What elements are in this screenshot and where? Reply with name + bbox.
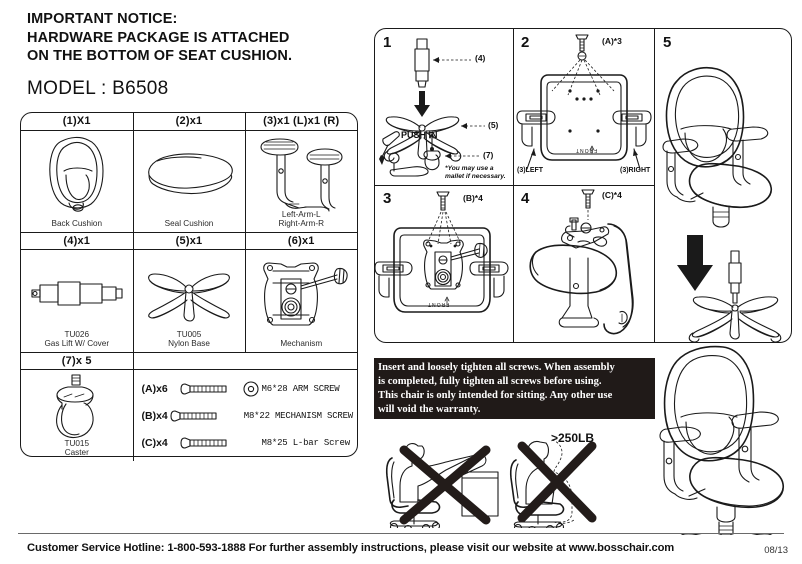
screw-row-a: (A)x6 <box>142 376 354 403</box>
part-header-1: (1)X1 <box>21 113 134 131</box>
step-3-front-label: FRONT <box>427 301 450 307</box>
arm-pair-icon <box>246 131 358 216</box>
notice-line-3: ON THE BOTTOM OF SEAT CUSHION. <box>27 48 293 65</box>
step-number-5: 5 <box>663 34 672 51</box>
footer-divider <box>18 533 784 535</box>
screw-icon-b <box>169 408 228 424</box>
part-caption-back-cushion: Back Cushion <box>51 219 103 229</box>
caster-name: Caster <box>64 448 89 458</box>
step-divider-horizontal <box>375 185 654 187</box>
no-overweight-icon <box>503 439 635 535</box>
warning-line-1: Insert and loosely tighten all screws. W… <box>378 362 615 373</box>
step-2-illustration <box>514 29 654 185</box>
model-label: MODEL : B6508 <box>27 78 169 99</box>
step-2-front-label: FRONT <box>575 147 598 153</box>
screw-list: (A)x6 <box>132 368 357 461</box>
step-2-left-arm-label: (3)LEFT <box>517 167 544 174</box>
step-1-push-in-label: PUSH IN <box>401 130 438 140</box>
footer-text: Customer Service Hotline: 1-800-593-1888… <box>27 542 675 554</box>
step-divider-vertical-2 <box>654 29 656 343</box>
screw-code-b: (B)x4 <box>141 410 168 422</box>
part-cell-seat-cushion: Seal Cushion <box>132 129 246 233</box>
step-1-label-caster: (7) <box>483 150 494 160</box>
mallet-note-line-2: mallet if necessary. <box>445 172 506 180</box>
step-number-2: 2 <box>521 34 530 51</box>
part-caption-caster: TU015 Caster <box>21 439 133 457</box>
step-1-label-gas-lift: (4) <box>475 53 486 63</box>
page-number: 08/13 <box>764 545 788 556</box>
no-feet-on-desk-icon <box>377 443 505 534</box>
seat-cushion-icon <box>134 131 245 216</box>
part-caption-nylon-base: TU005 Nylon Base <box>134 330 245 348</box>
part-header-4: (4)x1 <box>21 231 134 250</box>
weight-limit-label: >250LB <box>551 431 595 445</box>
warning-line-3: This chair is only intended for sitting.… <box>378 389 613 401</box>
prohibited-use-illustrations: >250LB <box>374 428 655 535</box>
part-header-6: (6)x1 <box>244 231 357 250</box>
screw-icon-c <box>179 435 240 451</box>
screw-code-c: (C)x4 <box>141 437 168 449</box>
important-notice: IMPORTANT NOTICE: HARDWARE PACKAGE IS AT… <box>27 10 367 66</box>
nylon-base-code: TU005 <box>176 330 202 340</box>
part-cell-arms: Left-Arm-L Right-Arm-R <box>244 129 358 233</box>
gas-lift-icon <box>21 250 133 336</box>
part-caption-arms: Left-Arm-L Right-Arm-R <box>246 210 358 228</box>
warning-text-box: Insert and loosely tighten all screws. W… <box>374 358 655 419</box>
step-4-illustration <box>514 186 654 343</box>
screw-desc-c: M8*25 L-bar Screw <box>261 438 351 448</box>
screw-row-b: (B)x4 M8*22 MECHANISM SCREW <box>142 403 354 430</box>
step-number-3: 3 <box>383 190 392 207</box>
part-caption-gas-lift: TU026 Gas Lift W/ Cover <box>21 330 133 348</box>
part-cell-gas-lift: TU026 Gas Lift W/ Cover <box>21 248 134 353</box>
step-number-4: 4 <box>521 190 530 207</box>
screw-list-spacer <box>132 352 357 369</box>
arm-caption-left: Left-Arm-L <box>281 210 321 220</box>
step-5-illustration <box>655 29 791 343</box>
mechanism-icon <box>246 250 358 336</box>
step-1-illustration <box>375 29 513 185</box>
part-header-5: (5)x1 <box>132 231 246 250</box>
step-1-mallet-note: *You may use a mallet if necessary. <box>445 165 506 180</box>
part-cell-mechanism: Mechanism <box>244 248 358 353</box>
back-cushion-icon <box>21 131 133 216</box>
screw-desc-a: M6*28 ARM SCREW <box>261 384 340 394</box>
warning-line-4: will void the warranty. <box>378 402 483 417</box>
caster-icon <box>21 370 133 445</box>
part-header-2: (2)x1 <box>132 113 246 131</box>
warning-line-2: is completed, fully tighten all screws b… <box>378 375 602 387</box>
assembly-steps-panel: 1 <box>374 28 792 343</box>
part-cell-back-cushion: Back Cushion <box>21 129 134 233</box>
step-2-screw-label: (A)*3 <box>602 36 622 46</box>
screw-row-c: (C)x4 M8*25 L-bar Screw <box>142 430 354 457</box>
step-2-right-arm-label: (3)RIGHT <box>620 167 651 174</box>
step-4-screw-label: (C)*4 <box>602 190 622 200</box>
mallet-note-line-1: *You may use a <box>445 165 494 172</box>
part-cell-nylon-base: TU005 Nylon Base <box>132 248 246 353</box>
assembled-chair-illustration <box>655 345 795 564</box>
part-cell-caster: TU015 Caster <box>21 368 134 461</box>
arm-caption-right: Right-Arm-R <box>278 219 325 229</box>
screw-desc-b: M8*22 MECHANISM SCREW <box>243 411 353 421</box>
gas-lift-code: TU026 <box>64 330 90 340</box>
notice-line-2: HARDWARE PACKAGE IS ATTACHED <box>27 29 290 46</box>
step-3-screw-label: (B)*4 <box>463 193 483 203</box>
step-1-label-base: (5) <box>488 120 499 130</box>
part-header-7: (7)x 5 <box>21 351 134 370</box>
parts-table: (1)X1 (2)x1 (3)x1 (L)x1 (R) <box>20 112 358 461</box>
washer-icon-a <box>240 380 262 398</box>
step-3-illustration <box>374 186 513 343</box>
part-caption-seat-cushion: Seal Cushion <box>164 219 214 229</box>
caster-code: TU015 <box>64 439 90 449</box>
gas-lift-name: Gas Lift W/ Cover <box>44 339 110 349</box>
screw-icon-a <box>179 381 240 397</box>
nylon-base-icon <box>134 250 245 336</box>
part-header-3: (3)x1 (L)x1 (R) <box>244 113 357 131</box>
step-number-1: 1 <box>383 34 392 51</box>
part-caption-mechanism: Mechanism <box>280 339 323 349</box>
notice-line-1: IMPORTANT NOTICE: <box>27 11 178 27</box>
nylon-base-name: Nylon Base <box>168 339 210 349</box>
screw-code-a: (A)x6 <box>141 383 168 395</box>
